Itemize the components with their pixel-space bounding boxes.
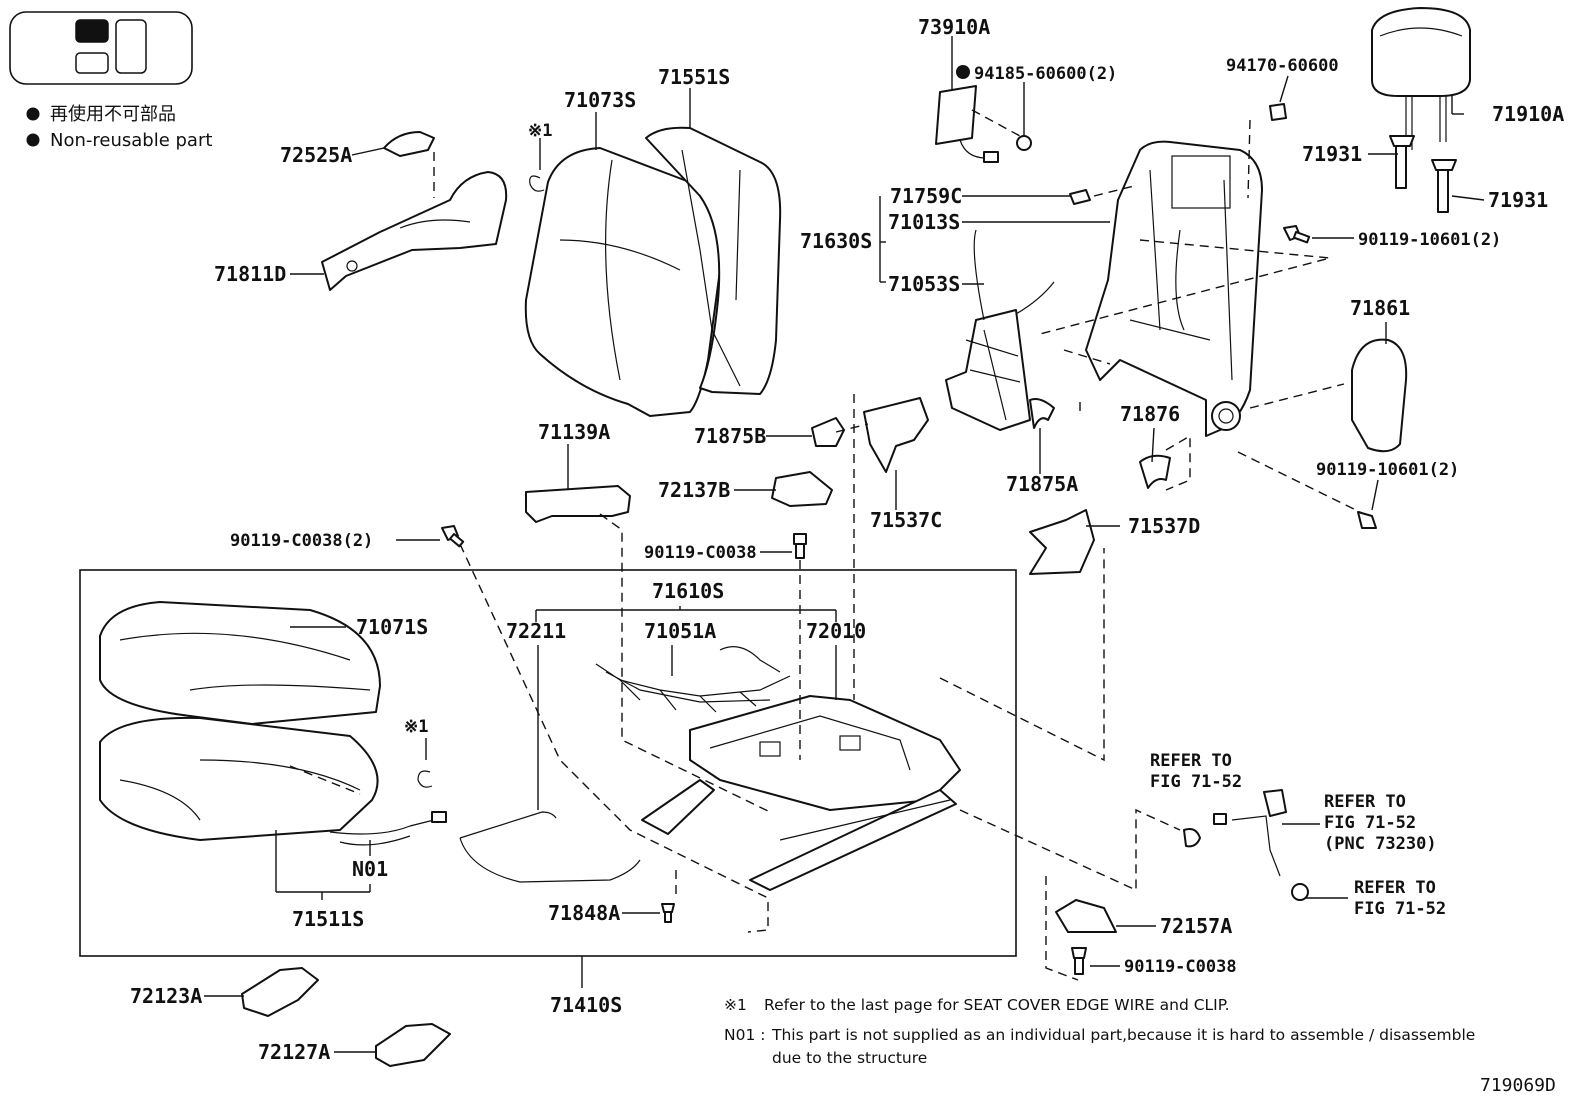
seat-spring-drawing (595, 646, 791, 713)
seatback-cover-drawing (645, 126, 782, 395)
label-71811D: 71811D (214, 262, 286, 286)
label-72211: 72211 (506, 619, 566, 643)
footnote-n01-mark: N01 : (724, 1026, 765, 1044)
label-94185-60600: 94185-60600(2) (974, 64, 1117, 84)
seatback-pad-drawing (524, 147, 726, 417)
seat-cushion-assembly-box (79, 569, 1017, 957)
clip-71759c-drawing (1069, 189, 1091, 205)
label-71630S: 71630S (800, 229, 872, 253)
footnote-n01-text-line2: due to the structure (772, 1049, 927, 1067)
seat-frame-drawing (641, 695, 961, 891)
cover-71875b-drawing (811, 417, 845, 447)
label-refer3-line1: REFER TO (1354, 878, 1436, 898)
label-71537C: 71537C (870, 508, 942, 532)
label-71848A: 71848A (548, 901, 620, 925)
label-refer3-line2: FIG 71-52 (1354, 899, 1446, 919)
label-72123A: 72123A (130, 984, 202, 1008)
label-N01: N01 (352, 857, 388, 881)
cover-72157a-drawing (1055, 899, 1117, 933)
label-71610S: 71610S (652, 579, 724, 603)
label-71139A: 71139A (538, 420, 610, 444)
seat-position-icon (9, 11, 193, 85)
cover-72123a-drawing (241, 967, 319, 1017)
assembly-dashed-lines (289, 109, 1365, 981)
lumbar-support-drawing (945, 229, 1055, 431)
label-71875B: 71875B (694, 424, 766, 448)
label-72137B: 72137B (658, 478, 730, 502)
label-90119-10601-lower: 90119-10601(2) (1316, 460, 1459, 480)
edge-wire-drawing (459, 811, 641, 883)
cover-71876-drawing (1139, 454, 1171, 489)
label-71759C: 71759C (890, 184, 962, 208)
label-72525A: 72525A (280, 143, 352, 167)
cushion-cover-drawing (99, 601, 381, 725)
cover-71875a-drawing (1029, 398, 1055, 429)
airbag-module-drawing (935, 85, 999, 163)
footnote-1-text: Refer to the last page for SEAT COVER ED… (764, 996, 1230, 1014)
label-71073S: 71073S (564, 88, 636, 112)
cushion-pad-drawing (99, 716, 379, 841)
figure-code: 719069D (1480, 1075, 1556, 1096)
label-94170-60600: 94170-60600 (1226, 56, 1339, 76)
clip-ring-icon (417, 770, 433, 788)
label-90119-10601-upper: 90119-10601(2) (1358, 230, 1501, 250)
label-refer2-line1: REFER TO (1324, 792, 1406, 812)
side-shield-drawing (321, 171, 508, 291)
label-71551S: 71551S (658, 65, 730, 89)
bracket-71537d-drawing (1029, 509, 1095, 575)
label-90119-C0038-2: 90119-C0038(2) (230, 531, 373, 551)
footnote-1-mark: ※1 (724, 996, 747, 1014)
label-71910A: 71910A (1492, 102, 1564, 126)
legend: 再使用不可部品 Non-reusable part (26, 104, 212, 151)
label-71931-lower: 71931 (1488, 188, 1548, 212)
harness-drawing (329, 819, 435, 846)
seatback-frame-drawing (1085, 140, 1263, 437)
leader-lines (204, 36, 1485, 1053)
label-note1-lower: ※1 (404, 717, 428, 737)
bracket-71537c-drawing (863, 397, 929, 473)
non-reusable-bullet-icon (956, 65, 970, 79)
label-72010: 72010 (806, 619, 866, 643)
label-note1-upper: ※1 (528, 121, 552, 141)
bolt-drawings (441, 225, 1377, 975)
footnote-n01-text-line1: This part is not supplied as an individu… (771, 1026, 1475, 1044)
harness-connector-drawing (431, 811, 447, 823)
label-71051A: 71051A (644, 619, 716, 643)
label-71861: 71861 (1350, 296, 1410, 320)
clip-ring-icon (529, 175, 545, 192)
headrest-drawing (1371, 7, 1471, 150)
headrest-support-drawing (1389, 135, 1457, 213)
label-71537D: 71537D (1128, 514, 1200, 538)
cover-72127a-drawing (375, 1023, 451, 1067)
seatbelt-buckle-drawing (1183, 789, 1309, 901)
label-refer2-line3: (PNC 73230) (1324, 834, 1437, 854)
label-72157A: 72157A (1160, 914, 1232, 938)
cover-72137b-drawing (771, 471, 833, 507)
label-71875A: 71875A (1006, 472, 1078, 496)
nut-drawing (1016, 135, 1032, 151)
label-refer1-line2: FIG 71-52 (1150, 772, 1242, 792)
label-refer1-line1: REFER TO (1150, 751, 1232, 771)
recliner-cover-drawing (1351, 338, 1408, 453)
label-90119-C0038-lower: 90119-C0038 (1124, 957, 1237, 977)
non-reusable-bullet-icon (26, 133, 40, 147)
label-72127A: 72127A (258, 1040, 330, 1064)
label-71013S: 71013S (888, 210, 960, 234)
non-reusable-bullet-icon (26, 107, 40, 121)
label-71931-upper: 71931 (1302, 142, 1362, 166)
label-71511S: 71511S (292, 907, 364, 931)
legend-jp: 再使用不可部品 (50, 104, 176, 125)
label-71410S: 71410S (550, 993, 622, 1017)
label-71876: 71876 (1120, 402, 1180, 426)
label-71053S: 71053S (888, 272, 960, 296)
label-90119-C0038-upper: 90119-C0038 (644, 543, 757, 563)
label-refer2-line2: FIG 71-52 (1324, 813, 1416, 833)
label-73910A: 73910A (918, 15, 990, 39)
cover-71139a-drawing (525, 485, 631, 523)
nut-94170-drawing (1269, 103, 1287, 121)
legend-en: Non-reusable part (50, 130, 212, 151)
label-71071S: 71071S (356, 615, 428, 639)
cover-cap-drawing (383, 131, 435, 157)
